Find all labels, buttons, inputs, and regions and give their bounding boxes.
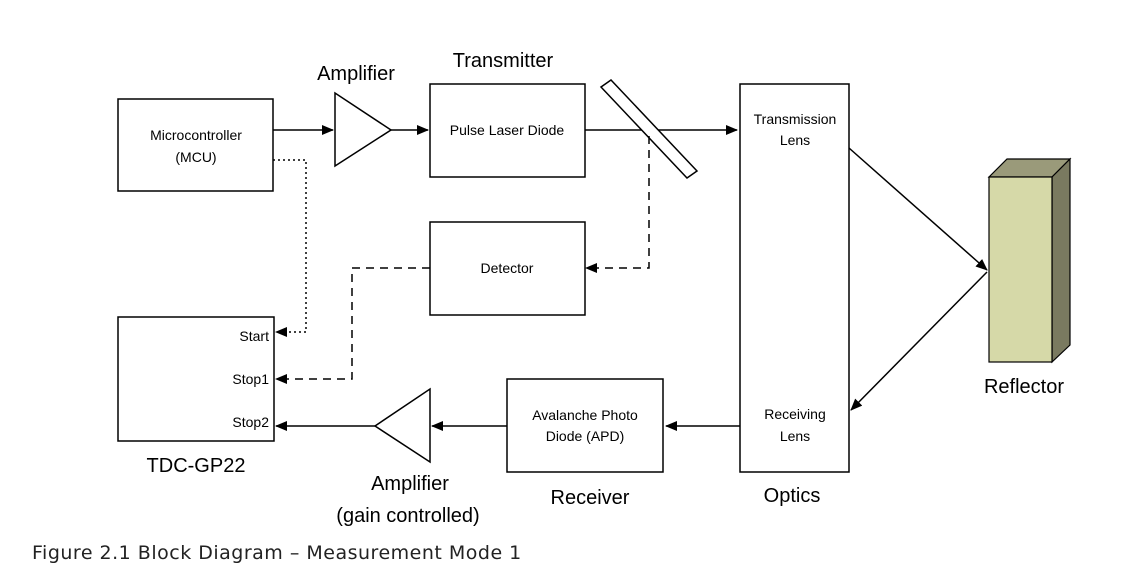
splitter-to-detector-arrow (585, 136, 650, 273)
amplifier-top: Amplifier (317, 63, 395, 168)
transmission-lens-line2: Lens (780, 132, 810, 148)
transmitter-label: Transmitter (453, 50, 554, 72)
optics-label: Optics (764, 485, 821, 507)
reflector-label: Reflector (984, 376, 1064, 398)
lens-to-reflector-arrow (848, 147, 988, 271)
reflector-side-face (1051, 157, 1071, 364)
optics-block: Transmission Lens Receiving Lens Optics (739, 83, 850, 507)
apd-label-line1: Avalanche Photo (532, 407, 638, 423)
tdc-stop2-label: Stop2 (232, 414, 269, 430)
detector-block: Detector (429, 221, 586, 316)
amplifier-bottom-label-line2: (gain controlled) (336, 505, 479, 527)
mcu-label-line2: (MCU) (175, 149, 216, 165)
reflector: Reflector (984, 157, 1072, 398)
detector-label: Detector (481, 260, 534, 276)
mcu-label-line1: Microcontroller (150, 127, 242, 143)
amplifier-top-symbol (334, 91, 393, 168)
tdc-stop1-label: Stop1 (232, 371, 269, 387)
detector-to-stop1-arrow (275, 267, 430, 384)
amplifier-bottom-label-line1: Amplifier (371, 473, 449, 495)
pulse-laser-diode-label: Pulse Laser Diode (450, 122, 565, 138)
mcu-block: Microcontroller (MCU) (117, 98, 274, 192)
receiving-lens-line2: Lens (780, 428, 810, 444)
tdc-start-label: Start (239, 328, 269, 344)
transmitter-block: Pulse Laser Diode Transmitter (429, 50, 586, 178)
mcu-to-start-arrow (273, 159, 307, 337)
tdc-block: Start Stop1 Stop2 TDC-GP22 (117, 316, 275, 477)
amplifier-bottom-symbol (373, 387, 431, 464)
apd-label-line2: Diode (APD) (546, 428, 625, 444)
tdc-label: TDC-GP22 (147, 455, 246, 477)
reflector-to-lens-arrow (850, 271, 988, 411)
transmission-lens-line1: Transmission (754, 111, 837, 127)
receiver-label: Receiver (551, 487, 630, 509)
amplifier-bottom: Amplifier (gain controlled) (336, 387, 480, 527)
reflector-front-face (988, 176, 1053, 363)
beam-splitter (599, 79, 699, 179)
receiving-lens-line1: Receiving (764, 406, 825, 422)
amplifier-top-label: Amplifier (317, 63, 395, 85)
receiver-block: Avalanche Photo Diode (APD) Receiver (506, 378, 664, 509)
figure-caption: Figure 2.1 Block Diagram – Measurement M… (32, 542, 522, 564)
